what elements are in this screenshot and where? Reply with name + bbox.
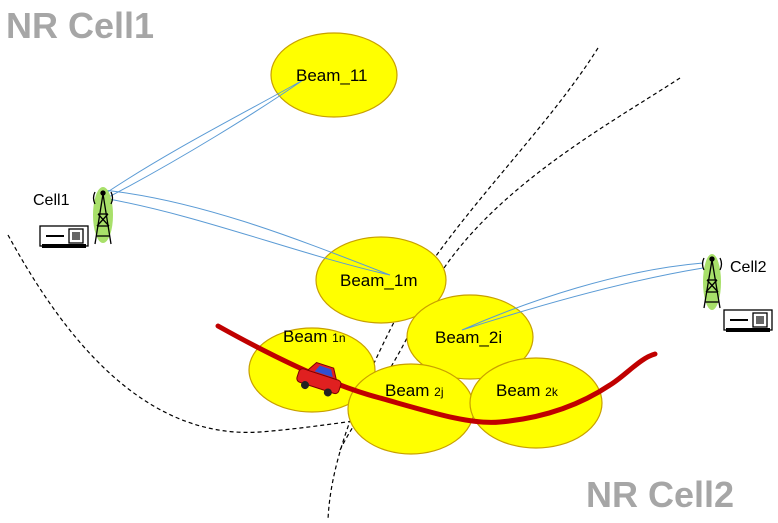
nr-cell2-title: NR Cell2 [586, 474, 734, 515]
beam-2i-label: Beam_2i [435, 328, 502, 347]
cell1-site: Cell1 [33, 187, 114, 248]
beam-2k-label-sub: 2k [545, 385, 559, 399]
cell2-label: Cell2 [730, 259, 767, 276]
antenna-tower-icon [701, 256, 723, 309]
cell2-beam2i-link [461, 262, 704, 331]
base-station-unit-icon [723, 309, 773, 332]
base-station-unit-icon [39, 225, 89, 248]
beam-1m-label: Beam_1m [340, 271, 417, 290]
beam-1n-label-sub: 1n [332, 331, 345, 345]
beam-2j-label: Beam 2j [385, 381, 443, 400]
cell2-coverage-glow [703, 254, 721, 310]
beam-11-ellipse [270, 32, 398, 118]
cell1-label: Cell1 [33, 192, 70, 209]
beam-2k-ellipse [469, 357, 603, 449]
cell2-boundary-curve-a [327, 47, 599, 521]
antenna-tower-icon [92, 190, 114, 245]
car-icon [296, 361, 342, 397]
beam-1n-label-main: Beam [283, 327, 332, 346]
cell1-beam11-link [102, 79, 304, 201]
cell1-beam1m-link [102, 189, 391, 276]
beam-2k-label: Beam 2k [496, 381, 559, 400]
nr-cell1-title: NR Cell1 [6, 5, 154, 46]
beam-2i-ellipse [406, 294, 534, 380]
beam-11-label: Beam_11 [296, 66, 368, 85]
beam-2k-label-main: Beam [496, 381, 545, 400]
beam-1n-label: Beam 1n [283, 327, 346, 346]
beam-2j-label-main: Beam [385, 381, 434, 400]
cell2-site: Cell2 [701, 254, 773, 332]
beam-2j-label-sub: 2j [434, 385, 443, 399]
